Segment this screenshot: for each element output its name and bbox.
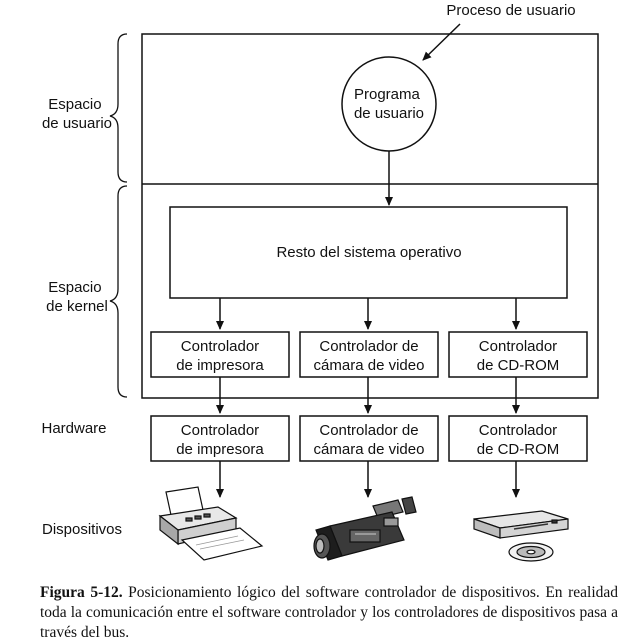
hardware-label: Hardware (41, 420, 106, 437)
caption-figure-number: Figura 5-12. (40, 584, 123, 601)
proceso-arrow (422, 23, 461, 61)
os-boundary-box (141, 33, 599, 399)
user-program-circle (341, 56, 437, 152)
device-driver-diagram: Proceso de usuario Espacio de usuario Es… (41, 2, 599, 562)
rest-of-os-label: Resto del sistema operativo (276, 244, 461, 261)
caption-text: Posicionamiento lógico del software cont… (40, 584, 619, 641)
user-program-label: Programa de usuario (354, 86, 424, 122)
user-space-brace (109, 33, 128, 183)
figure-caption: Figura 5-12. Posicionamiento lógico del … (40, 583, 618, 643)
kernel-space-brace (109, 185, 128, 398)
proceso-usuario-label: Proceso de usuario (446, 2, 575, 19)
video-camera-icon (313, 496, 417, 561)
dispositivos-label: Dispositivos (42, 521, 122, 538)
printer-icon (158, 486, 264, 561)
espacio-usuario-label: Espacio de usuario (42, 96, 112, 132)
espacio-kernel-label: Espacio de kernel (46, 279, 108, 315)
cd-rom-drive-icon (473, 510, 569, 562)
